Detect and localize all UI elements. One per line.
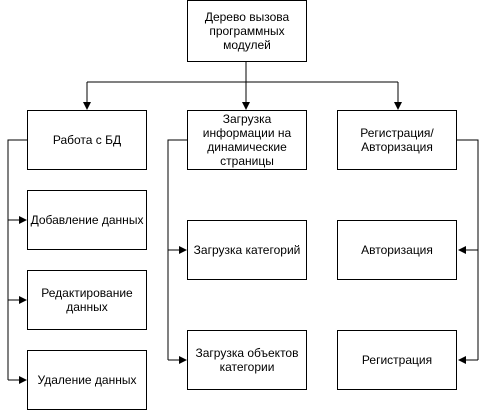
edge-db-spine: [7, 139, 27, 380]
edge-load-spine: [167, 139, 187, 360]
node-load-cat[interactable]: Загрузка категорий: [187, 220, 307, 280]
node-db-edit[interactable]: Редактирование данных: [27, 270, 147, 330]
node-load[interactable]: Загрузка информации на динамические стра…: [187, 110, 307, 170]
node-root[interactable]: Дерево вызова программных модулей: [187, 0, 307, 62]
node-db-add[interactable]: Добавление данных: [27, 190, 147, 250]
node-reg[interactable]: Регистрация/ Авторизация: [337, 110, 457, 170]
node-reg-reg[interactable]: Регистрация: [337, 330, 457, 390]
node-load-obj[interactable]: Загрузка объектов категории: [187, 330, 307, 390]
edge-reg-spine: [457, 139, 479, 360]
node-db[interactable]: Работа с БД: [27, 110, 147, 170]
node-reg-auth[interactable]: Авторизация: [337, 220, 457, 280]
node-db-del[interactable]: Удаление данных: [27, 350, 147, 410]
